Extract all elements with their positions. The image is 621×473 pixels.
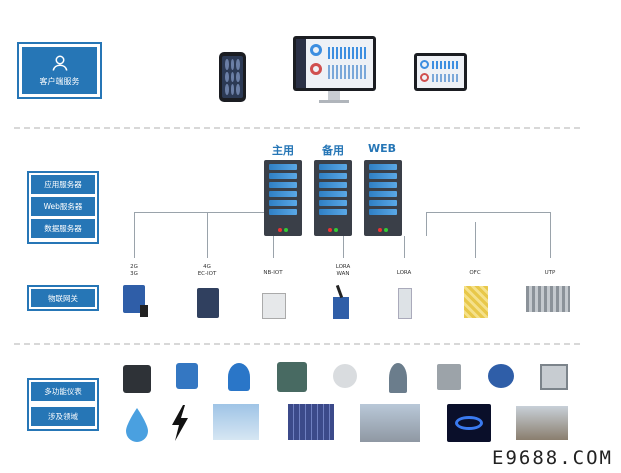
gateway-device-4g xyxy=(197,288,219,318)
wind-farm-image xyxy=(213,404,259,440)
meters-menu-frame: 多功能仪表 涉及领域 xyxy=(27,378,99,431)
gateway-label-2g3g: 2G 3G xyxy=(130,264,138,277)
gateway-label-utp: UTP xyxy=(544,270,556,276)
connector-utp xyxy=(550,212,551,258)
connector-left xyxy=(134,212,264,213)
power-meter-icon xyxy=(277,362,307,392)
gateway-button[interactable]: 物联网关 xyxy=(31,289,95,307)
client-service-button[interactable]: 客户端服务 xyxy=(22,47,97,94)
watermark-text: E9688.COM xyxy=(492,447,613,469)
oil-tanks-image xyxy=(360,404,420,442)
gateway-device-2g xyxy=(123,285,145,313)
connector-right xyxy=(426,212,550,213)
solar-panel-image xyxy=(288,404,334,440)
separator-top xyxy=(14,127,580,129)
connector-4g xyxy=(207,212,208,258)
server-title-main: 主用 xyxy=(272,144,294,157)
gateway-label-nbiot: NB-IOT xyxy=(263,270,283,276)
client-service-frame: 客户端服务 xyxy=(17,42,102,99)
app-server-button[interactable]: 应用服务器 xyxy=(31,175,95,194)
gateway-label-lorawan: LORA WAN xyxy=(335,264,351,277)
tablet-device xyxy=(414,53,467,91)
gas-meter-icon xyxy=(437,364,461,390)
gateway-device-lora xyxy=(398,288,412,319)
substation-image xyxy=(516,406,568,440)
db-server-button[interactable]: 数据服务器 xyxy=(31,219,95,238)
antenna-icon xyxy=(140,305,148,317)
client-service-label: 客户端服务 xyxy=(39,77,80,86)
water-drop-icon xyxy=(126,408,148,442)
user-icon xyxy=(52,55,67,71)
phone-device xyxy=(219,52,246,102)
connector-lorawan xyxy=(343,236,344,258)
gateway-device-nbiot xyxy=(262,293,286,319)
connector-right-drop xyxy=(426,212,427,236)
server-main xyxy=(264,160,302,236)
server-web xyxy=(364,160,402,236)
meters-button[interactable]: 多功能仪表 xyxy=(31,382,95,401)
monitor-device xyxy=(293,36,376,106)
gas-flame-image xyxy=(447,404,491,442)
server-backup xyxy=(314,160,352,236)
web-server-button[interactable]: Web服务器 xyxy=(31,197,95,216)
gateway-label-4g: 4G EC-IOT xyxy=(197,264,217,277)
gateway-device-lorawan xyxy=(333,297,349,319)
energy-meter-icon xyxy=(540,364,568,390)
server-title-web: WEB xyxy=(367,142,397,155)
water-meter-icon xyxy=(488,364,514,388)
gateway-label-ofc: OFC xyxy=(469,270,481,276)
meter-display-icon xyxy=(123,365,151,393)
flowmeter-icon xyxy=(176,363,198,389)
gateway-frame: 物联网关 xyxy=(27,285,99,311)
connector-nbiot xyxy=(273,236,274,258)
connector-ofc xyxy=(475,222,476,258)
server-menu-frame: 应用服务器 Web服务器 数据服务器 xyxy=(27,171,99,244)
pressure-transmitter-icon xyxy=(228,363,250,391)
utp-cable-icon xyxy=(526,286,570,312)
ofc-cable-icon xyxy=(464,286,488,318)
connector-2g xyxy=(134,212,135,258)
server-title-backup: 备用 xyxy=(322,144,344,157)
level-gauge-icon xyxy=(389,363,407,393)
camera-icon xyxy=(333,364,357,388)
lightning-icon xyxy=(172,405,188,441)
gateway-label-lora: LORA xyxy=(396,270,412,276)
fields-button[interactable]: 涉及领域 xyxy=(31,407,95,426)
connector-lora xyxy=(404,236,405,258)
separator-bottom xyxy=(14,343,580,345)
